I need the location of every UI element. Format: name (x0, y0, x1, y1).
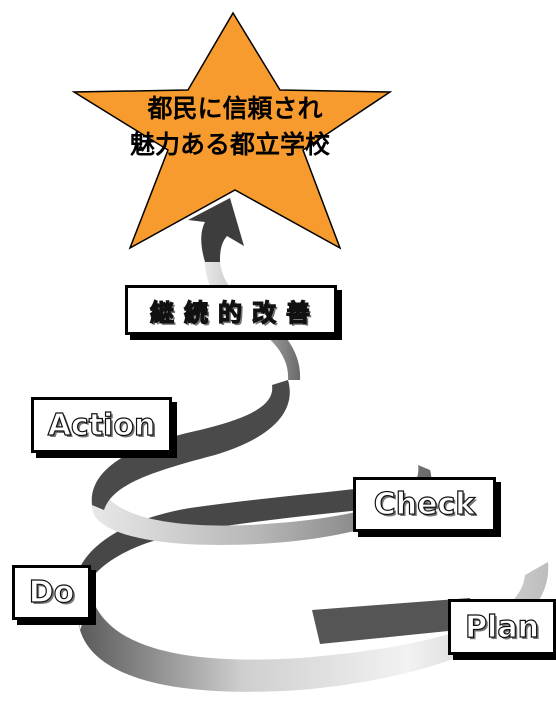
star-shape (71, 11, 393, 250)
check-text: Check (373, 486, 476, 522)
goal-text-line2: 魅力ある都立学校 (130, 130, 331, 159)
continuous-improvement-label: 継続的改善 (125, 285, 337, 335)
do-label: Do (12, 565, 91, 620)
ribbon-bottom-front (80, 562, 549, 692)
ribbon-back-lower (74, 478, 441, 630)
spiral-ribbon (74, 198, 549, 692)
ribbon-plan-strip (312, 598, 478, 644)
goal-star: 都民に信頼され 魅力ある都立学校 (71, 11, 393, 250)
action-label: Action (31, 397, 172, 453)
action-text: Action (47, 407, 156, 443)
plan-label: Plan (448, 599, 556, 655)
ribbon-arrow (188, 198, 244, 262)
goal-text-line1: 都民に信頼され (146, 94, 322, 123)
do-text: Do (28, 574, 75, 610)
plan-text: Plan (464, 609, 539, 645)
ribbon-back-upper (91, 380, 290, 510)
ribbon-middle-front (91, 465, 432, 545)
continuous-improvement-text: 継続的改善 (149, 298, 320, 327)
check-label: Check (353, 477, 496, 532)
